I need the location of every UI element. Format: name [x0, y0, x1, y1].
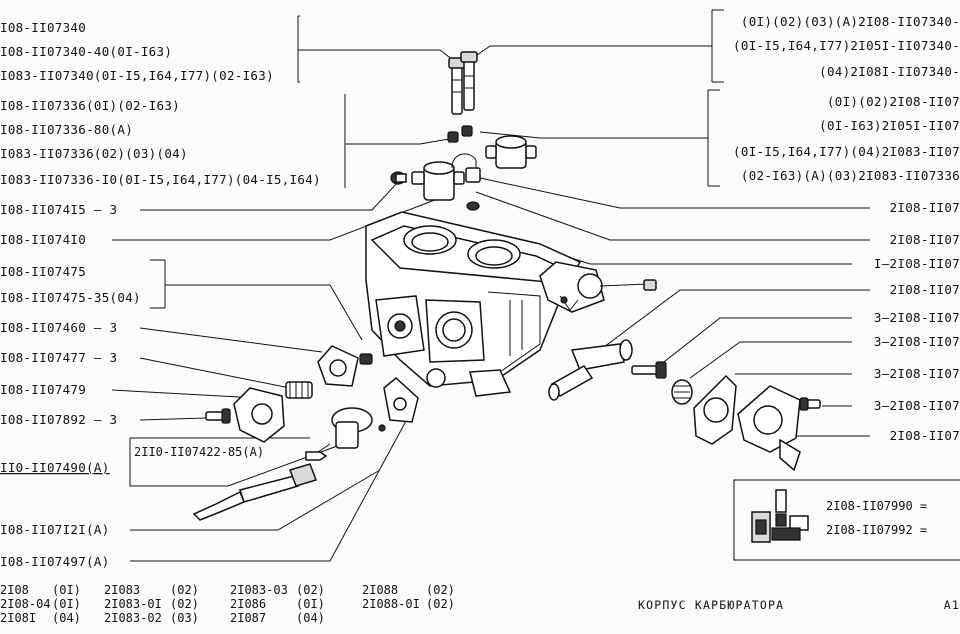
econostat-tube [451, 153, 481, 211]
inset-label-2: 2I08-II07992 = [826, 523, 927, 537]
model-name: 2I083-0I [104, 597, 162, 611]
callout-left-2: I08-II07340-40(0I-I63) [0, 44, 172, 59]
screw-right-2 [799, 397, 821, 411]
callout-left-15: I08-II07892 — 3 [0, 412, 117, 427]
model-name: 2I088 [362, 583, 398, 597]
callout-left-4: I08-II07336(0I)(02-I63) [0, 98, 180, 113]
model-code: (02) [170, 597, 199, 611]
callout-right-12: 3—2I08-II07 [874, 310, 960, 325]
model-name: 2I083-03 [230, 583, 288, 597]
carburetor-body [365, 211, 657, 397]
model-code: (04) [52, 611, 81, 625]
left-leaders [111, 181, 441, 562]
emulsion-block-left [411, 161, 465, 201]
plug-screw [390, 171, 407, 185]
callout-left-1: I08-II07340 [0, 20, 86, 35]
left-bracket-group-3 [150, 259, 363, 341]
callout-left-12: I08-II07460 — 3 [0, 320, 117, 335]
model-name: 2I087 [230, 611, 266, 625]
callout-left-17: II0-II07490(A) [0, 460, 110, 475]
model-code: (02) [426, 597, 455, 611]
callout-left-14: I08-II07479 [0, 382, 86, 397]
callout-left-18: I08-II07I2I(A) [0, 522, 110, 537]
sheet-code: A1 [944, 598, 960, 612]
callout-right-5: (0I-I63)2I05I-II07 [819, 118, 960, 133]
cover-left [233, 387, 285, 443]
jet-holder-left [448, 57, 466, 115]
callout-right-8: 2I08-II07 [890, 200, 960, 215]
screw-left [205, 408, 231, 424]
callout-right-14: 3—2I08-II07 [874, 366, 960, 381]
screw-right-1 [631, 361, 667, 379]
model-name: 2I08I [0, 611, 36, 625]
callout-left-19: I08-II07497(A) [0, 554, 110, 569]
callout-right-7: (02-I63)(A)(03)2I083-II07336 [741, 168, 960, 183]
callout-right-10: I—2I08-II07 [874, 256, 960, 271]
callout-right-16: 2I08-II07 [890, 428, 960, 443]
spring-right [671, 379, 693, 405]
model-table: 2I08 (0I) 2I08-04 (0I) 2I08I (04) 2I083 … [0, 583, 455, 625]
emulsion-block-right [485, 135, 537, 169]
callout-left-5: I08-II07336-80(A) [0, 122, 133, 137]
callout-right-3: (04)2I08I-II07340- [819, 64, 960, 79]
model-name: 2I086 [230, 597, 266, 611]
callout-right-6: (0I-I5,I64,I77)(04)2I083-II07 [733, 144, 960, 159]
callout-left-11: I08-II07475-35(04) [0, 290, 141, 305]
right-bracket-group-1 [469, 9, 724, 83]
jet-holder-right [460, 51, 478, 111]
callout-left-3: I083-II07340(0I-I5,I64,I77)(02-I63) [0, 68, 274, 83]
diaphragm-assembly [311, 407, 373, 457]
callout-left-13: I08-II07477 — 3 [0, 350, 117, 365]
left-bracket-group-1 [297, 15, 459, 83]
callout-left-10: I08-II07475 [0, 264, 86, 279]
model-name: 2I088-0I [362, 597, 420, 611]
callout-right-15: 3—2I08-II07 [874, 398, 960, 413]
callout-right-1: (0I)(02)(03)(A)2I08-II07340- [741, 14, 960, 29]
small-jet-left [447, 131, 459, 143]
drawing-title: КОРПУС КАРБЮРАТОРА [638, 598, 784, 612]
gasket-left [378, 377, 419, 432]
model-code: (0I) [52, 597, 81, 611]
inset-label-1: 2I08-II07990 = [826, 499, 927, 513]
needle [305, 451, 328, 461]
callout-right-9: 2I08-II07 [890, 232, 960, 247]
model-code: (03) [170, 611, 199, 625]
diaphragm-right [693, 374, 737, 445]
model-name: 2I08 [0, 583, 29, 597]
callout-right-11: 2I08-II07 [890, 282, 960, 297]
model-name: 2I083-02 [104, 611, 162, 625]
callout-left-16: 2II0-II07422-85(A) [134, 445, 264, 459]
cover-right [737, 385, 801, 472]
left-bracket-group-2 [344, 94, 456, 188]
model-code: (0I) [52, 583, 81, 597]
model-name: 2I083 [104, 583, 140, 597]
callout-left-7: I083-II07336-I0(0I-I5,I64,I77)(04-I5,I64… [0, 172, 321, 187]
diaphragm-plate [317, 345, 359, 387]
callout-left-8: I08-II074I5 — 3 [0, 202, 117, 217]
plug-small-left [359, 353, 373, 365]
spring [285, 381, 313, 399]
right-bracket-group-2 [479, 89, 720, 187]
model-code: (0I) [296, 597, 325, 611]
inset-frame [733, 479, 960, 561]
model-name: 2I08-04 [0, 597, 51, 611]
callout-right-13: 3—2I08-II07 [874, 334, 960, 349]
tube-fitting-right [548, 339, 633, 401]
model-code: (02) [426, 583, 455, 597]
model-code: (04) [296, 611, 325, 625]
adjusting-screw [192, 463, 317, 521]
callout-right-2: (0I-I5,I64,I77)2I05I-II07340- [733, 38, 960, 53]
callout-right-4: (0I)(02)2I08-II07 [827, 94, 960, 109]
small-jet-right [461, 125, 473, 137]
model-code: (02) [170, 583, 199, 597]
model-code: (02) [296, 583, 325, 597]
callout-left-6: I083-II07336(02)(03)(04) [0, 146, 188, 161]
callout-left-9: I08-II074I0 [0, 232, 86, 247]
